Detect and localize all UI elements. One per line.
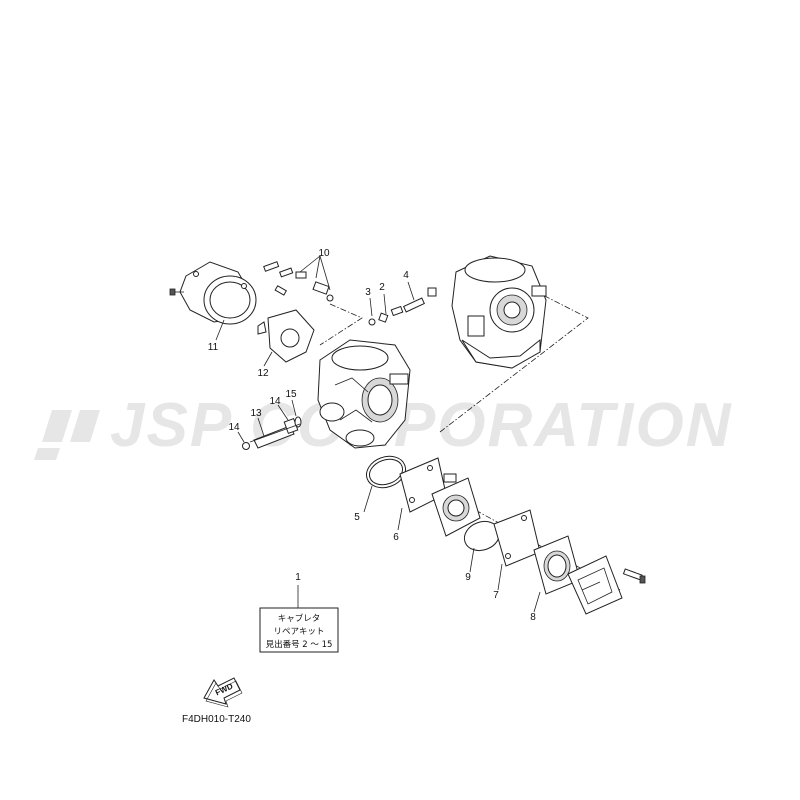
callout-12: 12 (257, 368, 269, 379)
watermark: JSP CORPORATION (34, 391, 733, 460)
leader-lines (215, 255, 541, 613)
callout-7: 7 (493, 590, 499, 601)
callout-4: 4 (403, 270, 409, 281)
callout-numbers: 1 2 3 4 5 6 7 8 9 10 11 12 13 14 14 15 (208, 248, 536, 623)
jet-parts (263, 261, 334, 302)
kit-label-line3: 見出番号 2 ～ 15 (266, 639, 333, 650)
callout-9: 9 (465, 572, 471, 583)
needle-parts (368, 287, 437, 326)
callout-10: 10 (318, 248, 330, 259)
callout-2: 2 (379, 282, 385, 293)
callout-14b: 14 (269, 396, 281, 407)
carburetor-body-front (317, 339, 411, 449)
watermark-text: JSP CORPORATION (110, 391, 733, 460)
callout-14a: 14 (228, 422, 240, 433)
diaphragm-cover (169, 261, 257, 325)
pump-cover (567, 555, 646, 615)
part-code: F4DH010-T240 (182, 714, 251, 725)
carburetor-body-rear (451, 255, 547, 369)
gasket-7 (493, 509, 541, 567)
callout-6: 6 (393, 532, 399, 543)
o-ring-5 (366, 455, 406, 489)
callout-13: 13 (250, 408, 262, 419)
callout-8: 8 (530, 612, 536, 623)
callout-11: 11 (208, 342, 219, 353)
adjusting-screw (242, 416, 302, 450)
kit-label-line1: キャブレタ (278, 613, 321, 624)
gasket-plate (257, 309, 315, 363)
callout-3: 3 (365, 287, 371, 298)
fwd-arrow: FWD (203, 677, 243, 708)
callout-1: 1 (295, 572, 301, 583)
callout-5: 5 (354, 512, 360, 523)
repair-kit-box: キャブレタ リペアキット 見出番号 2 ～ 15 (259, 607, 339, 653)
fuel-pump-body (431, 473, 481, 537)
kit-label-line2: リペアキット (273, 627, 324, 637)
callout-15: 15 (285, 389, 297, 400)
